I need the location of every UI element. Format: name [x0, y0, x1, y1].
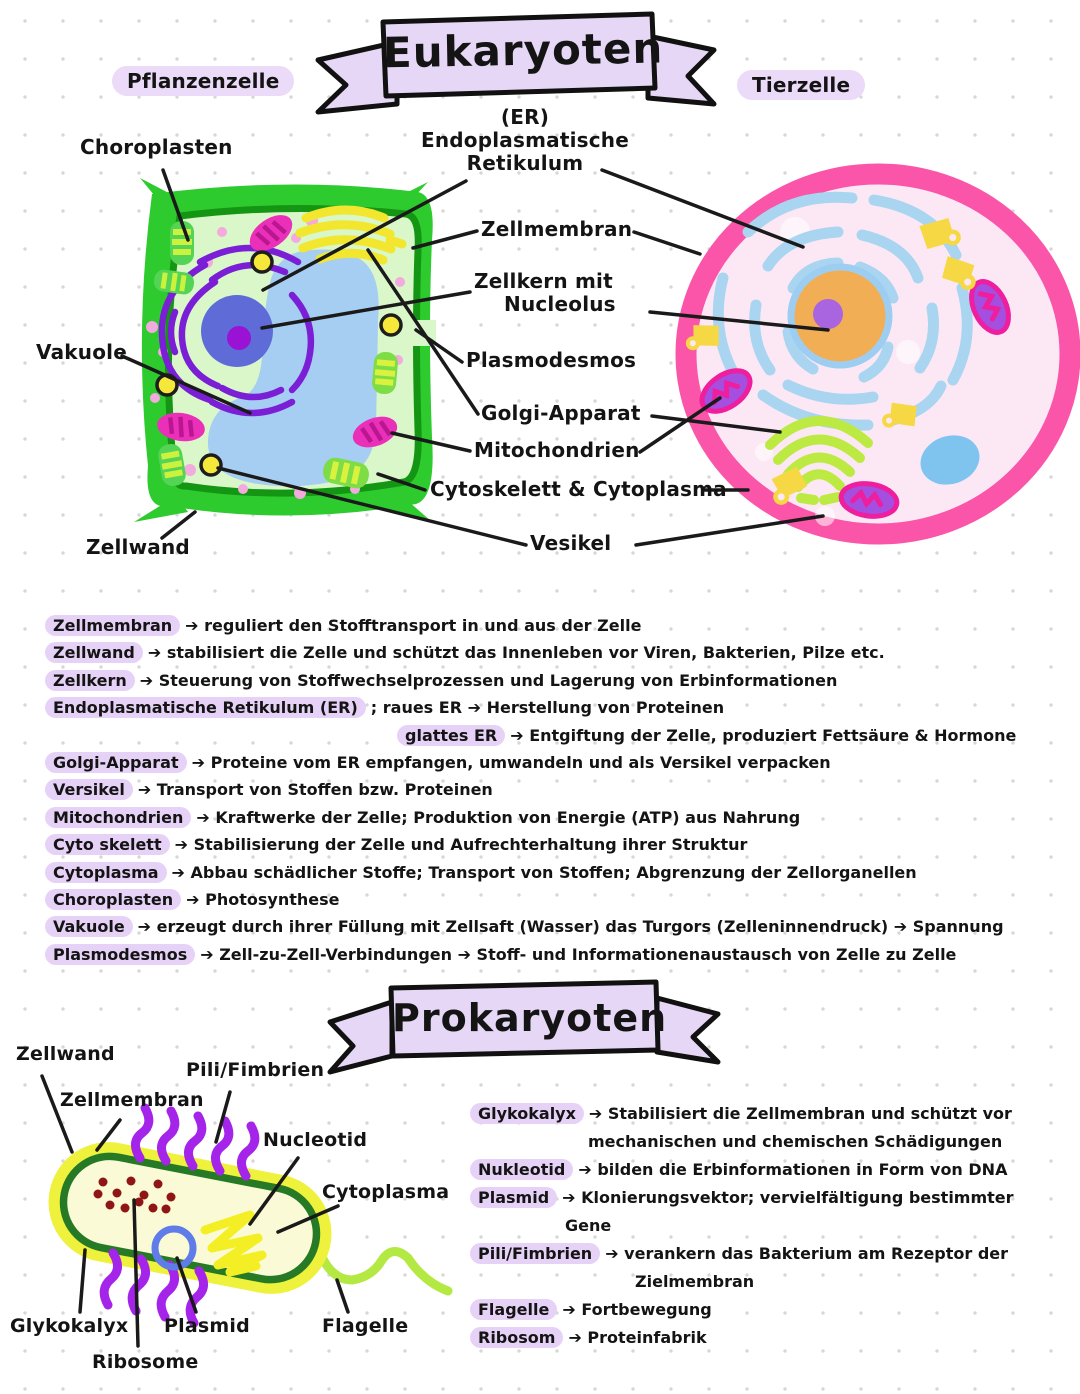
- note-line: Vakuole➔ erzeugt durch ihrer Füllung mit…: [45, 913, 1077, 940]
- pro-flagelle-label: Flagelle: [322, 1315, 409, 1337]
- note-line: Glykokalyx➔ Stabilisiert die Zellmembran…: [470, 1100, 1076, 1128]
- pro-zellwand-label: Zellwand: [16, 1043, 115, 1065]
- note-line: Nukleotid➔ bilden die Erbinformationen i…: [470, 1156, 1076, 1184]
- animal-cell-drawing: [675, 163, 1080, 545]
- prokaryoten-banner-title: Prokaryoten: [392, 996, 668, 1040]
- plant-mitochondria: [157, 215, 398, 448]
- plant-nucleolus: [227, 326, 251, 350]
- zellmembran-label: Zellmembran: [481, 217, 633, 241]
- note-line: Golgi-Apparat➔ Proteine vom ER empfangen…: [45, 749, 1077, 776]
- nucleoid-scribble: [200, 1210, 267, 1277]
- cytoskelett-label: Cytoskelett & Cytoplasma: [430, 477, 727, 501]
- note-line: Cyto skelett➔ Stabilisierung der Zelle u…: [45, 831, 1077, 858]
- bacterium-drawing: [48, 1103, 453, 1328]
- plant-golgi-stack: [295, 205, 407, 265]
- note-line: Plasmodesmos➔ Zell-zu-Zell-Verbindungen …: [45, 941, 1077, 968]
- pro-cytoplasma-label: Cytoplasma: [322, 1181, 450, 1203]
- pro-plasmid-label: Plasmid: [164, 1315, 250, 1337]
- zellwand-label: Zellwand: [86, 535, 190, 559]
- golgi-label: Golgi-Apparat: [481, 401, 641, 425]
- vesikel-label: Vesikel: [530, 531, 612, 555]
- note-line: Cytoplasma➔ Abbau schädlicher Stoffe; Tr…: [45, 859, 1077, 886]
- chloroplasts: [153, 221, 398, 489]
- pro-zellmembran-label: Zellmembran: [60, 1089, 204, 1111]
- ribosome-dots: [93, 1176, 176, 1214]
- note-line: Mitochondrien➔ Kraftwerke der Zelle; Pro…: [45, 804, 1077, 831]
- pro-glykokalyx-label: Glykokalyx: [10, 1315, 129, 1337]
- animal-nucleolus: [813, 299, 843, 329]
- eukaryoten-banner-ribbon: [315, 11, 717, 115]
- pili-top: [131, 1103, 260, 1181]
- prokaryote-notes-block: Glykokalyx➔ Stabilisiert die Zellmembran…: [470, 1100, 1076, 1352]
- animal-mitochondria: [699, 279, 1011, 519]
- choroplasten-label: Choroplasten: [80, 135, 233, 159]
- vakuole-label: Vakuole: [36, 340, 127, 364]
- note-line-continuation: Gene: [565, 1216, 612, 1235]
- plant-cell-title: Pflanzenzelle: [112, 66, 295, 96]
- plant-cell-drawing: [134, 178, 436, 522]
- animal-yellow-vesicles: [685, 217, 976, 505]
- pili-bottom: [99, 1248, 208, 1328]
- animal-cell-membrane: [675, 163, 1080, 545]
- note-line: Choroplasten➔ Photosynthese: [45, 886, 1077, 913]
- note-line: Ribosom➔ Proteinfabrik: [470, 1324, 1076, 1352]
- pro-nucleotid-label: Nucleotid: [263, 1129, 368, 1151]
- note-line: Zellmembran➔ reguliert den Stofftranspor…: [45, 612, 1077, 639]
- er-label: (ER) Endoplasmatische Retikulum: [420, 105, 630, 175]
- note-line-continuation: mechanischen und chemischen Schädigungen: [588, 1132, 1003, 1151]
- mitochondrien-label: Mitochondrien: [474, 438, 640, 462]
- note-line: Flagelle➔ Fortbewegung: [470, 1296, 1076, 1324]
- pro-pili-label: Pili/Fimbrien: [186, 1059, 325, 1081]
- note-line: Zellkern➔ Steuerung von Stoffwechselproz…: [45, 667, 1077, 694]
- plasmodesmos-label: Plasmodesmos: [466, 348, 637, 372]
- note-line: Pili/Fimbrien➔ verankern das Bakterium a…: [470, 1240, 1076, 1268]
- note-line: Versikel➔ Transport von Stoffen bzw. Pro…: [45, 776, 1077, 803]
- pro-ribosome-label: Ribosome: [92, 1351, 199, 1373]
- plasmid-ring: [151, 1225, 197, 1271]
- prokaryoten-banner-ribbon: [327, 979, 721, 1075]
- zellkern-label: Zellkern mit Nucleolus: [474, 269, 616, 316]
- leader-lines: [40, 168, 830, 1348]
- vacuole: [207, 249, 379, 487]
- note-line: Endoplasmatische Retikulum (ER); raues E…: [45, 694, 1077, 721]
- animal-cell-title: Tierzelle: [737, 70, 866, 100]
- eukaryoten-banner-title: Eukaryoten: [382, 23, 664, 78]
- animal-vesicle-blue: [920, 435, 980, 485]
- eukaryote-notes-block: Zellmembran➔ reguliert den Stofftranspor…: [45, 612, 1077, 968]
- note-line: glattes ER➔ Entgiftung der Zelle, produz…: [45, 722, 1077, 749]
- note-line: Plasmid➔ Klonierungsvektor; vervielfälti…: [470, 1184, 1076, 1212]
- note-line: Zellwand➔ stabilisiert die Zelle und sch…: [45, 639, 1077, 666]
- note-line-continuation: Zielmembran: [635, 1272, 755, 1291]
- flagellum: [313, 1243, 453, 1296]
